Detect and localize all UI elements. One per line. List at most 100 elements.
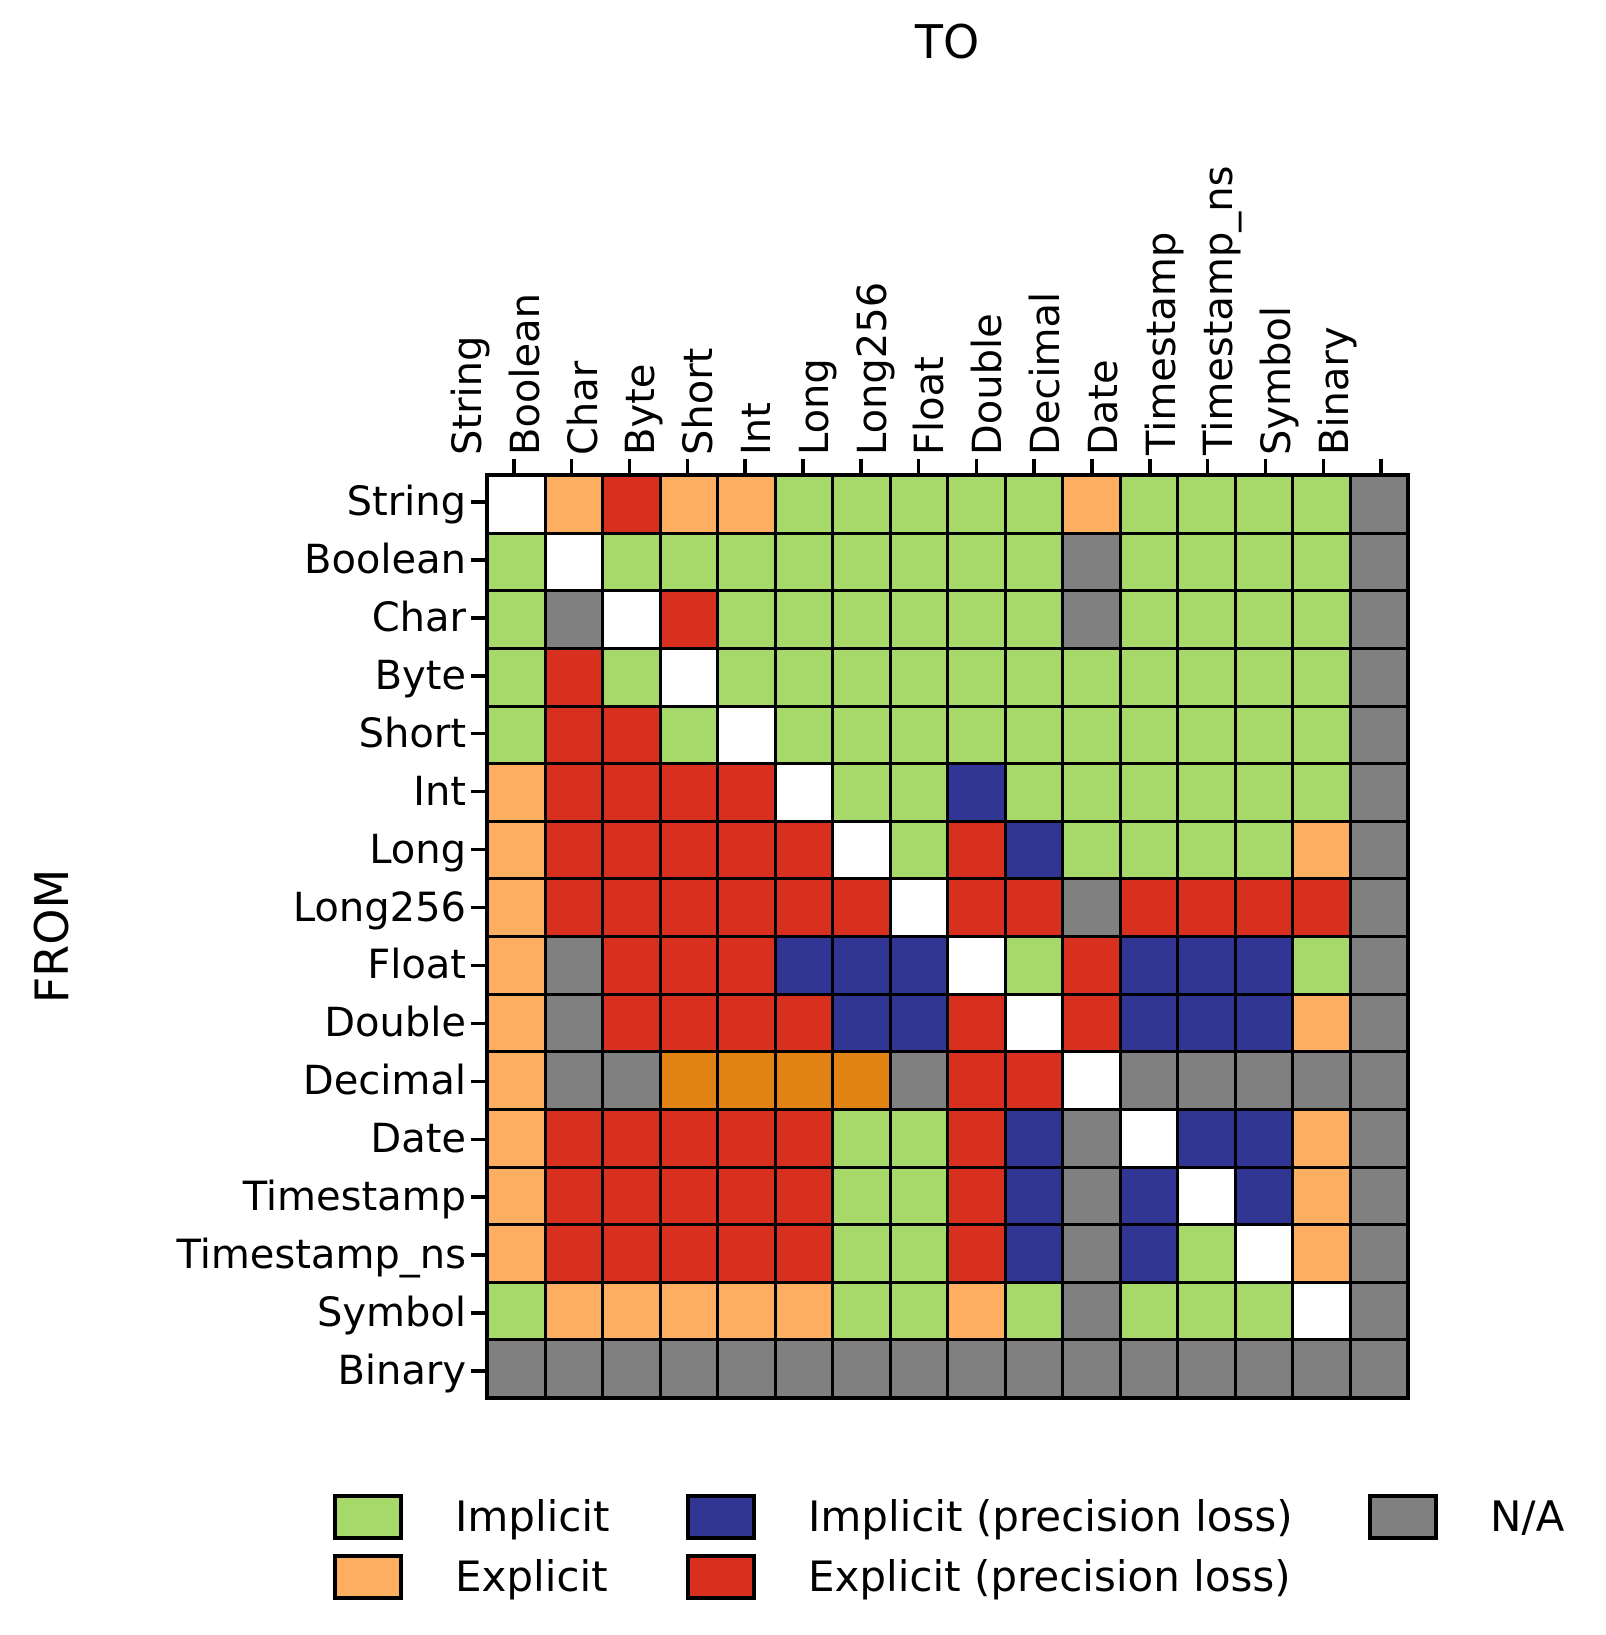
matrix-cell	[1006, 938, 1061, 993]
matrix-cell	[1064, 534, 1119, 590]
matrix-cell	[719, 1168, 774, 1224]
matrix-cell	[949, 592, 1004, 647]
matrix-cell	[1294, 822, 1349, 878]
matrix-cell	[834, 1168, 889, 1224]
matrix-cell	[1236, 534, 1291, 590]
matrix-cell	[1236, 1283, 1291, 1339]
matrix-cell	[776, 477, 831, 532]
matrix-cell	[949, 1110, 1004, 1166]
matrix-cell	[834, 1283, 889, 1339]
matrix-cell	[776, 534, 831, 590]
matrix-cell	[719, 592, 774, 647]
matrix-cell	[661, 1226, 716, 1281]
matrix-cell	[1179, 1168, 1234, 1224]
y-tick-mark	[471, 905, 485, 910]
legend-swatch	[686, 1554, 756, 1600]
matrix-cell	[834, 880, 889, 935]
matrix-cell	[1121, 592, 1176, 647]
matrix-cell	[1121, 1226, 1176, 1281]
matrix-cell	[1006, 707, 1061, 763]
matrix-cell	[1121, 995, 1176, 1051]
matrix-cell	[1121, 534, 1176, 590]
matrix-cell	[661, 938, 716, 993]
column-label: Long256	[849, 281, 896, 455]
y-tick-mark	[471, 789, 485, 794]
matrix-cell	[661, 995, 716, 1051]
matrix-cell	[776, 938, 831, 993]
y-tick-mark	[471, 1253, 485, 1257]
matrix-cell	[1236, 1226, 1291, 1281]
matrix-cell	[776, 1283, 831, 1339]
matrix-cell	[949, 1226, 1004, 1281]
matrix-cell	[604, 995, 659, 1051]
matrix-cell	[604, 1226, 659, 1281]
matrix-cell	[1006, 1053, 1061, 1108]
matrix-cell	[1179, 534, 1234, 590]
matrix-cell	[1179, 1226, 1234, 1281]
matrix-cell	[719, 1110, 774, 1166]
matrix-cell	[776, 1341, 831, 1396]
legend-swatch	[333, 1494, 403, 1540]
matrix-cell	[1294, 1168, 1349, 1224]
x-tick-mark	[916, 459, 921, 473]
column-label: Long	[791, 358, 838, 455]
matrix-cell	[719, 880, 774, 935]
matrix-cell	[546, 880, 601, 935]
matrix-cell	[776, 592, 831, 647]
matrix-cell	[1351, 649, 1406, 705]
matrix-cell	[1006, 1341, 1061, 1396]
matrix-cell	[834, 1341, 889, 1396]
legend-swatch	[1368, 1494, 1438, 1540]
legend-item: N/A	[1368, 1492, 1564, 1542]
matrix-cell	[834, 477, 889, 532]
matrix-cell	[1006, 1283, 1061, 1339]
matrix-cell	[834, 765, 889, 820]
column-label: Int	[733, 402, 780, 455]
legend-label: Explicit	[455, 1552, 608, 1601]
matrix-cell	[1121, 1283, 1176, 1339]
legend-swatch	[686, 1494, 756, 1540]
matrix-cell	[1006, 592, 1061, 647]
column-label: Timestamp_ns	[1196, 165, 1243, 455]
matrix-cell	[661, 1283, 716, 1339]
x-tick-mark	[1263, 459, 1268, 473]
matrix-cell	[1236, 1341, 1291, 1396]
x-tick-mark	[859, 459, 863, 473]
matrix-cell	[546, 1341, 601, 1396]
matrix-cell	[891, 1168, 946, 1224]
row-label: Int	[413, 768, 466, 815]
y-tick-mark	[471, 963, 485, 968]
y-tick-mark	[471, 1079, 485, 1084]
matrix-cell	[604, 1341, 659, 1396]
matrix-cell	[719, 649, 774, 705]
matrix-cell	[604, 534, 659, 590]
matrix-cell	[1351, 1110, 1406, 1166]
matrix-cell	[546, 649, 601, 705]
matrix-cell	[546, 765, 601, 820]
matrix-cell	[661, 765, 716, 820]
row-label: String	[346, 478, 466, 525]
matrix-cell	[891, 1053, 946, 1108]
matrix-cell	[1351, 765, 1406, 820]
matrix-cell	[949, 477, 1004, 532]
matrix-cell	[546, 1110, 601, 1166]
matrix-cell	[1006, 1110, 1061, 1166]
y-tick-mark	[471, 1137, 485, 1142]
matrix-cell	[1351, 1283, 1406, 1339]
matrix-cell	[546, 1226, 601, 1281]
matrix-cell	[661, 649, 716, 705]
matrix-cell	[776, 1110, 831, 1166]
row-label: Binary	[337, 1348, 466, 1395]
matrix-cell	[1236, 995, 1291, 1051]
matrix-cell	[891, 592, 946, 647]
row-label: Timestamp	[242, 1174, 466, 1221]
matrix-cell	[1351, 1226, 1406, 1281]
row-label: Symbol	[316, 1290, 466, 1337]
matrix-cell	[891, 1226, 946, 1281]
legend-item: Explicit (precision loss)	[686, 1552, 1291, 1602]
matrix-cell	[1351, 995, 1406, 1051]
matrix-cell	[776, 765, 831, 820]
x-tick-mark	[743, 459, 747, 473]
matrix-cell	[834, 938, 889, 993]
column-label: Decimal	[1023, 291, 1070, 455]
